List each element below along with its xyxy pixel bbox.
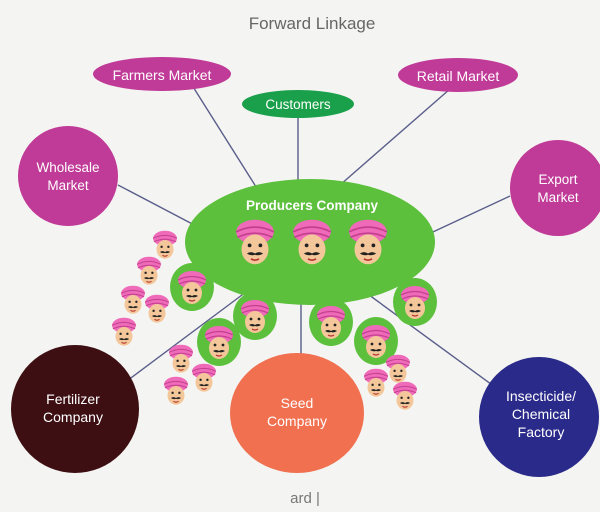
seed-company-node: Seed Company (230, 353, 364, 473)
farmer-face-icon (120, 285, 146, 315)
farmer-face-icon (168, 344, 194, 374)
farmer-face-icon (191, 363, 217, 393)
fertilizer-company-label-line1: Fertilizer (46, 391, 100, 407)
farmer-face-icon (363, 368, 389, 398)
farmer-face-icon (163, 376, 189, 406)
fertilizer-company-label-line2: Company (43, 409, 103, 425)
wholesale-market-label-line2: Market (47, 178, 89, 193)
wholesale-market-label-line1: Wholesale (36, 160, 99, 175)
fertilizer-company-node: Fertilizer Company (11, 345, 139, 473)
customers-node: Customers (242, 90, 354, 118)
wholesale-market-node: Wholesale Market (18, 126, 118, 226)
farmer-face-icon (136, 256, 162, 286)
export-market-node: Export Market (510, 140, 600, 236)
customers-label: Customers (265, 97, 331, 112)
farmer-face-icon (385, 354, 411, 384)
farmer-face-icon (152, 230, 178, 260)
title: Forward Linkage (249, 14, 376, 33)
retail-market-node: Retail Market (398, 58, 518, 92)
bottom-caption: ard | (290, 490, 320, 507)
farmers-market-label: Farmers Market (113, 67, 212, 83)
insecticide-factory-label-line3: Factory (518, 424, 565, 440)
farmer-face-icon (111, 317, 137, 347)
farmers-market-node: Farmers Market (93, 57, 231, 91)
farmer-face-icon (144, 294, 170, 324)
producers-company-label: Producers Company (246, 198, 379, 213)
seed-company-label-line2: Company (267, 413, 327, 429)
retail-market-label: Retail Market (417, 68, 500, 84)
producers-company-node: Producers Company (185, 179, 435, 305)
farmer-groups (170, 263, 437, 366)
export-market-label-line1: Export (538, 172, 577, 187)
insecticide-factory-node: Insecticide/ Chemical Factory (479, 357, 599, 477)
export-market-label-line2: Market (537, 190, 579, 205)
seed-company-label-line1: Seed (281, 395, 314, 411)
insecticide-factory-label-line1: Insecticide/ (506, 388, 576, 404)
insecticide-factory-label-line2: Chemical (512, 406, 570, 422)
farmer-face-icon (392, 381, 418, 411)
